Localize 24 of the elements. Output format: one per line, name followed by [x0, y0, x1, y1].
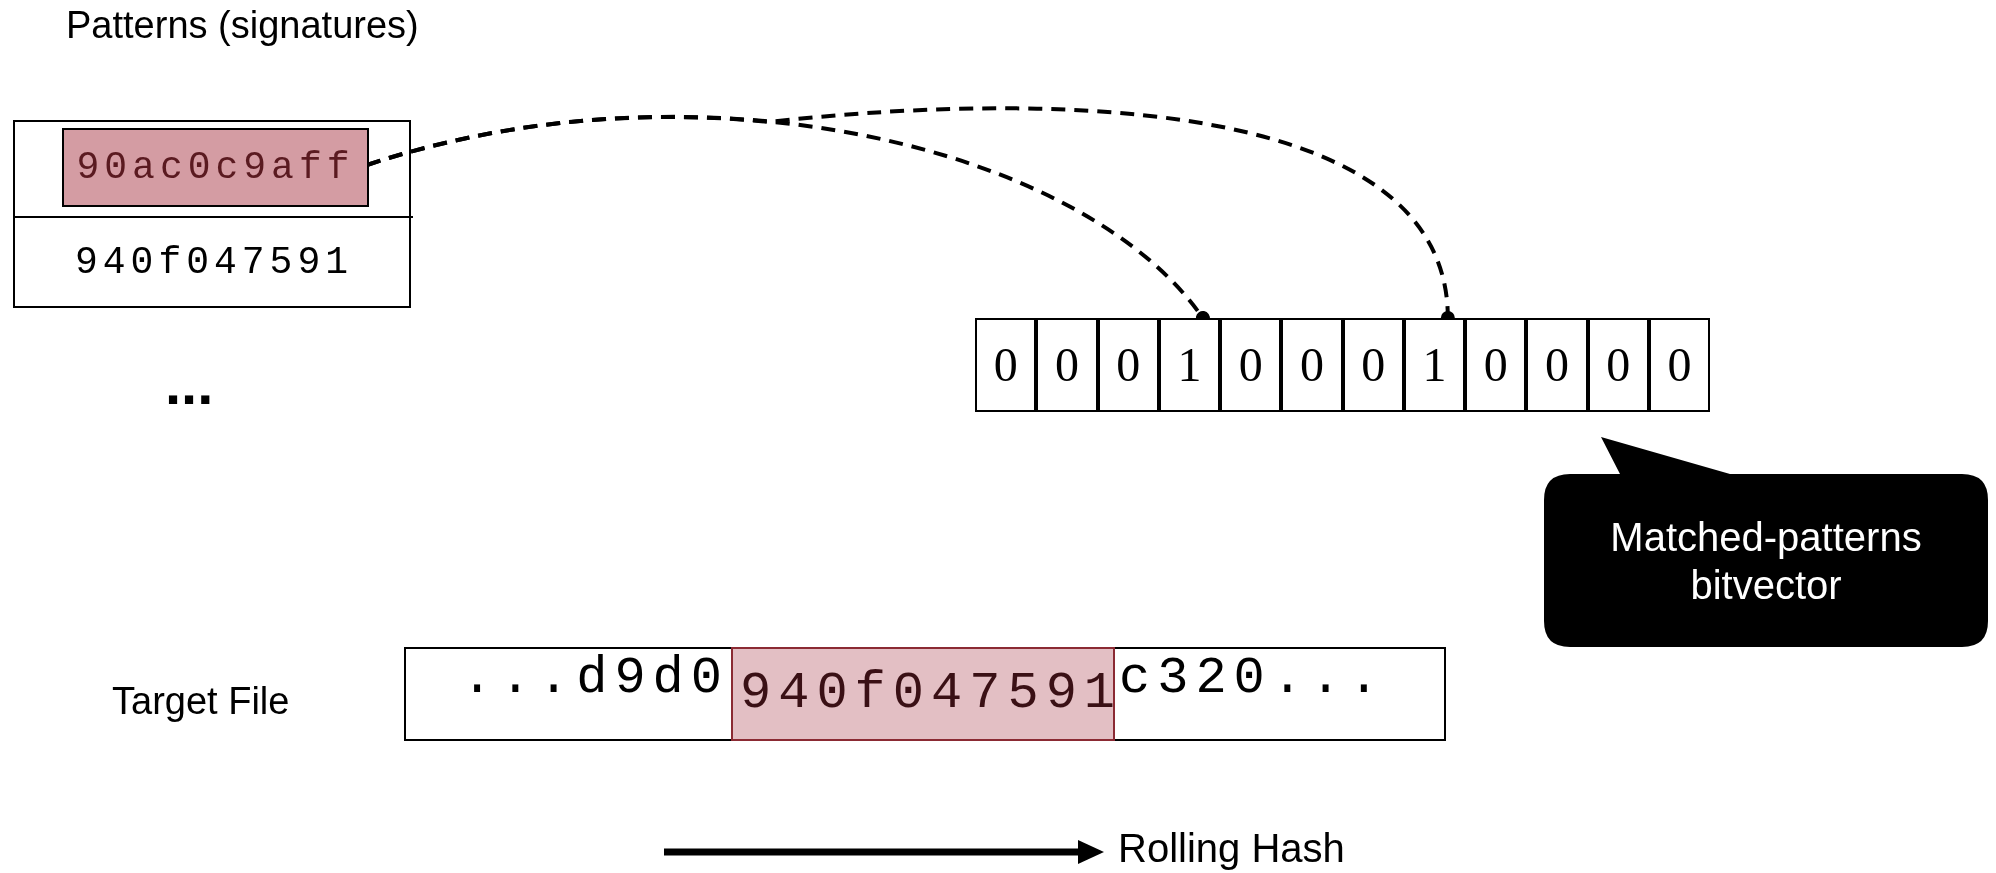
matched-hex-text: 940f047591: [731, 647, 1115, 741]
heading: Patterns (signatures): [66, 4, 419, 47]
direction-label: Rolling Hash: [1118, 826, 1345, 871]
table-box: [13, 120, 411, 308]
bit-cell: 1: [1403, 318, 1465, 412]
hex-text: c320...: [1119, 649, 1387, 710]
bit-cell: 0: [1587, 318, 1649, 412]
bit-cell: 0: [1342, 318, 1404, 412]
hex-text: ...d9d0: [461, 649, 729, 710]
bit-cell: 0: [1648, 318, 1710, 412]
speech-bubble: Matched-patterns bitvector: [1544, 437, 1988, 647]
ellipsis-text: ...: [165, 350, 214, 417]
bit-cell: 0: [1281, 318, 1343, 412]
bit-cell: 0: [1036, 318, 1098, 412]
bit-cell: 0: [975, 318, 1037, 412]
side-label: Target File: [112, 680, 290, 723]
bit-cell: 1: [1158, 318, 1220, 412]
bit-cell: 0: [1526, 318, 1588, 412]
target-file-box: [404, 647, 1446, 741]
pattern-text: 940f047591: [15, 216, 413, 310]
pattern-text: 90ac0c9aff: [62, 128, 369, 207]
bit-cell: 0: [1097, 318, 1159, 412]
bit-cell: 0: [1465, 318, 1527, 412]
bit-cell: 0: [1220, 318, 1282, 412]
